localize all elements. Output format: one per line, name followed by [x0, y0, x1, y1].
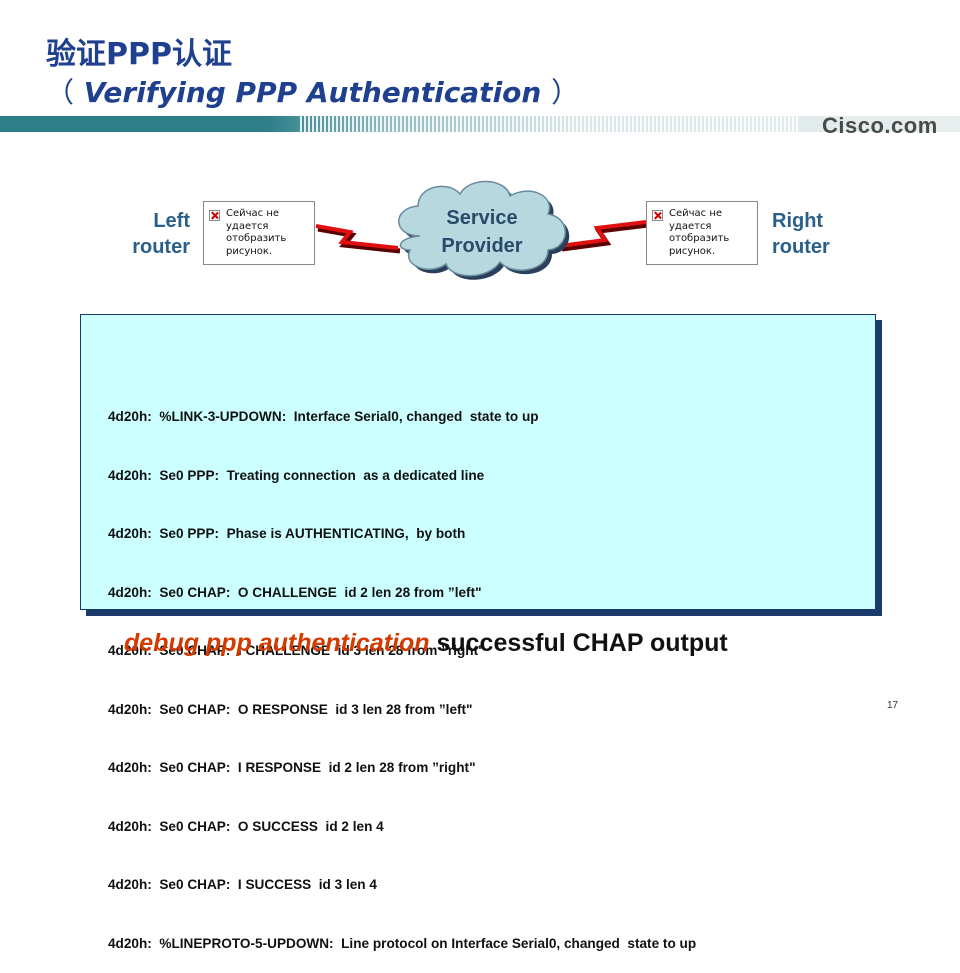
cloud-label-line2: Provider: [441, 235, 523, 257]
title-close-paren: ）: [551, 76, 580, 109]
placeholder-line: Сейчас не: [669, 208, 723, 219]
broken-image-icon: [209, 210, 220, 221]
right-router-label-line1: Right: [772, 210, 824, 232]
placeholder-line: удается: [226, 220, 269, 232]
placeholder-line: Сейчас не: [226, 208, 280, 219]
slide-title-en: （ Verifying PPP Authentication ）: [46, 76, 579, 110]
placeholder-line: отобразить: [226, 233, 287, 244]
caption-rest: successful CHAP output: [429, 629, 728, 657]
cisco-logo: Cisco.com: [822, 113, 938, 138]
debug-line: 4d20h: Se0 PPP: Phase is AUTHENTICATING,…: [108, 526, 466, 541]
right-serial-link-red: [559, 220, 647, 248]
left-serial-link-red: [315, 224, 399, 250]
cloud-body: [398, 180, 566, 277]
left-router-label-line2: router: [132, 236, 190, 258]
left-router-label-line1: Left: [153, 210, 190, 232]
debug-line: 4d20h: Se0 CHAP: O RESPONSE id 3 len 28 …: [108, 701, 473, 717]
right-router-image-placeholder: Сейчас не удается отобразить рисунок.: [646, 201, 758, 265]
placeholder-line: рисунок.: [669, 245, 716, 257]
right-router-label-line2: router: [772, 236, 830, 258]
debug-output-text: 4d20h: %LINK-3-UPDOWN: Interface Serial0…: [108, 368, 696, 973]
debug-line: 4d20h: Se0 PPP: Treating connection as a…: [108, 467, 485, 483]
left-router-image-placeholder: Сейчас не удается отобразить рисунок.: [203, 201, 315, 265]
left-router-label: Left router: [110, 208, 190, 260]
network-diagram: [315, 180, 649, 280]
cloud-label-line1: Service: [446, 207, 518, 229]
header-band-stripes: [300, 116, 800, 132]
slide-title-zh: 验证PPP认证: [46, 37, 232, 72]
slide-caption: debug ppp authentication successful CHAP…: [124, 627, 728, 659]
left-serial-link: [317, 226, 401, 254]
caption-command: debug ppp authentication: [124, 629, 430, 657]
title-open-paren: （: [46, 76, 75, 109]
page-number: 17: [887, 700, 899, 711]
placeholder-text: Сейчас не удается отобразить рисунок.: [226, 208, 312, 258]
debug-line: 4d20h: Se0 CHAP: I SUCCESS id 3 len 4: [108, 877, 377, 892]
debug-line: 4d20h: Se0 CHAP: O SUCCESS id 2 len 4: [108, 818, 384, 834]
placeholder-line: рисунок.: [226, 245, 273, 257]
debug-output-panel: [80, 314, 876, 610]
debug-line: 4d20h: %LINK-3-UPDOWN: Interface Serial0…: [108, 409, 539, 424]
debug-line: 4d20h: %LINEPROTO-5-UPDOWN: Line protoco…: [108, 935, 697, 951]
title-en-text: Verifying PPP Authentication: [74, 76, 552, 109]
debug-line: 4d20h: Se0 CHAP: I RESPONSE id 2 len 28 …: [108, 760, 476, 775]
placeholder-text: Сейчас не удается отобразить рисунок.: [669, 208, 755, 258]
broken-image-icon: [652, 210, 663, 221]
debug-line: 4d20h: Se0 CHAP: O CHALLENGE id 2 len 28…: [108, 584, 482, 600]
cloud-label: Service Provider: [407, 204, 557, 260]
placeholder-line: отобразить: [669, 233, 730, 244]
debug-line: 4d20h: Se0 CHAP: I CHALLENGE id 3 len 28…: [108, 643, 485, 658]
placeholder-line: удается: [669, 220, 712, 232]
right-router-label: Right router: [772, 208, 852, 260]
